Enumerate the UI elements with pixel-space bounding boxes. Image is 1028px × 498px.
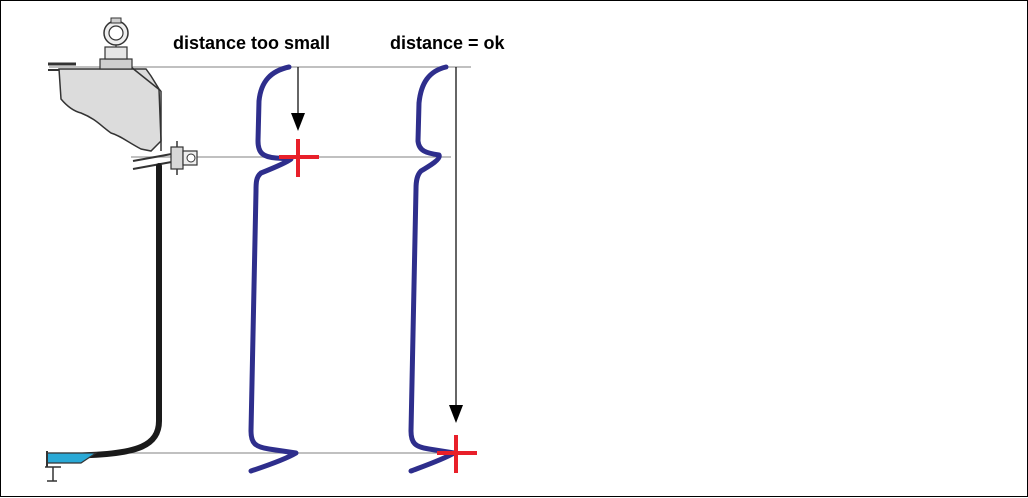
distance-arrow-too-small bbox=[291, 67, 305, 131]
distance-arrow-ok bbox=[449, 67, 463, 423]
label-distance-ok: distance = ok bbox=[390, 33, 506, 53]
red-cross-icon bbox=[437, 435, 477, 473]
red-cross-icon bbox=[279, 139, 319, 177]
echo-curve-ok bbox=[408, 64, 457, 474]
tank bbox=[48, 62, 162, 152]
guide-tube bbox=[53, 163, 162, 460]
echo-curve-too-small bbox=[248, 64, 299, 474]
side-nozzle-icon bbox=[132, 141, 198, 175]
sump bbox=[45, 451, 98, 482]
level-transmitter-icon bbox=[99, 17, 133, 70]
tank-right-wall bbox=[130, 66, 162, 92]
tank-body bbox=[58, 68, 162, 152]
label-distance-too-small: distance too small bbox=[173, 33, 330, 53]
